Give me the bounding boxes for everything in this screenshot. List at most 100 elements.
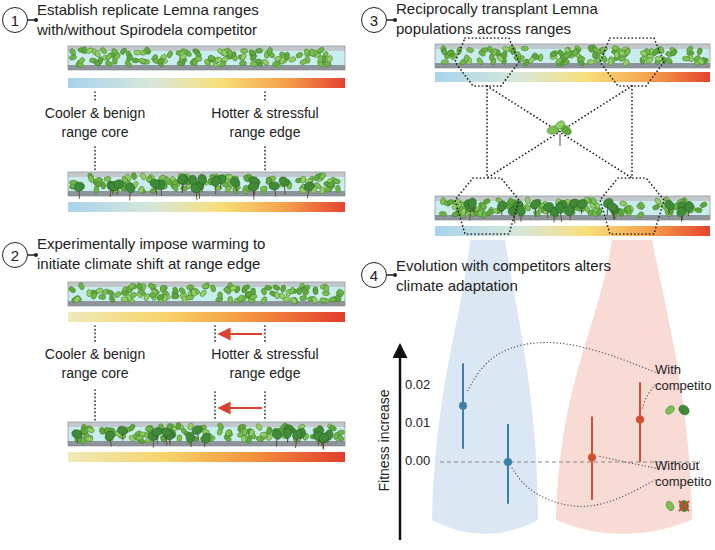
spirodela-frond	[282, 427, 292, 438]
lemna-frond	[128, 423, 136, 432]
spirodela-frond	[271, 428, 284, 441]
lemna-frond	[261, 58, 270, 66]
lemna-frond	[195, 56, 203, 62]
tray-outline	[68, 422, 345, 446]
lemna-frond	[300, 296, 307, 301]
temperature-gradient	[68, 312, 345, 322]
spirodela-frond	[291, 428, 304, 441]
lemna-frond	[224, 429, 233, 437]
spirodela-frond	[228, 176, 241, 189]
spirodela-frond	[248, 182, 260, 192]
tray-front	[68, 301, 345, 306]
lemna-frond	[260, 432, 268, 438]
lemna-frond	[216, 422, 224, 431]
lemna-frond	[210, 284, 217, 292]
lemna-frond	[260, 296, 268, 305]
tray-outline	[68, 282, 345, 306]
lemna-frond	[121, 297, 129, 302]
spirodela-frond	[277, 175, 290, 188]
lemna-frond	[309, 49, 314, 56]
lemna-frond	[98, 294, 106, 300]
lemna-frond	[317, 46, 326, 54]
shift-arrow	[220, 407, 262, 409]
lemna-frond	[207, 55, 215, 61]
dotted-line	[94, 92, 96, 102]
step-circle: 2Experimentally impose warming to initia…	[2, 242, 28, 268]
tick-label: 0.00	[405, 453, 439, 469]
lemna-frond	[160, 285, 165, 292]
lemna-frond	[85, 47, 94, 55]
lemna-frond	[177, 61, 185, 67]
lemna-icon	[546, 119, 573, 146]
lemna-frond	[490, 57, 497, 65]
lemna-frond	[138, 186, 147, 194]
lemna-frond	[199, 289, 207, 297]
lemna-frond	[134, 50, 141, 55]
lemna-frond	[654, 57, 662, 66]
leader-line	[512, 468, 655, 506]
lemna-frond	[179, 53, 188, 61]
lemna-frond	[299, 58, 307, 65]
lemna-frond	[478, 49, 487, 57]
lemna-frond	[310, 49, 319, 57]
step-tick	[387, 274, 394, 276]
lemna-frond	[686, 45, 694, 54]
lemna-frond	[695, 207, 703, 213]
lemna-frond	[228, 296, 233, 303]
lemna-frond	[255, 48, 263, 53]
fitness-points	[459, 363, 644, 504]
lemna-frond	[636, 211, 645, 219]
mean-point	[459, 402, 467, 410]
lemna-frond	[227, 49, 233, 57]
leader-line	[467, 342, 655, 392]
lemna-frond	[274, 291, 280, 299]
lemna-frond	[333, 432, 340, 440]
lemna-frond	[619, 200, 627, 206]
lemna-frond	[181, 295, 187, 303]
tray	[435, 196, 710, 224]
lemna-frond	[105, 60, 113, 67]
legend-label: With competito	[655, 362, 715, 394]
lemna-frond	[304, 49, 310, 57]
lemna-frond	[587, 45, 594, 53]
spirodela-frond	[209, 175, 222, 188]
lemna-frond	[312, 287, 319, 295]
lemna-frond	[236, 294, 244, 303]
lemna-frond	[87, 175, 95, 184]
lemna-frond	[171, 293, 179, 299]
lemna-frond	[138, 58, 146, 64]
tray-outline	[435, 44, 710, 68]
lemna-frond	[172, 286, 179, 295]
mean-point	[636, 415, 644, 423]
spirodela-frond	[200, 432, 211, 445]
spirodela-frond	[149, 178, 162, 190]
lemna-frond	[251, 288, 256, 296]
tray-outline	[68, 46, 345, 70]
step-heading: Evolution with competitors alters climat…	[396, 256, 658, 296]
lemna-frond	[80, 437, 85, 445]
lemna-frond	[86, 426, 95, 433]
temperature-gradient	[435, 72, 710, 82]
lemna-frond	[440, 197, 446, 205]
lemna-frond	[442, 48, 448, 56]
spirodela-frond	[160, 426, 173, 437]
lemna-frond	[190, 289, 197, 297]
dotted-line	[264, 92, 266, 102]
step-heading: Reciprocally transplant Lemna population…	[396, 0, 658, 39]
lemna-frond	[447, 49, 455, 58]
step-number: 3	[370, 13, 378, 28]
lemna-frond	[596, 208, 603, 216]
dotted-line	[264, 326, 266, 342]
lemna-frond	[239, 61, 246, 66]
lemna-frond	[86, 434, 94, 443]
lemna-frond	[696, 47, 703, 55]
lemna-frond	[313, 287, 318, 294]
sample-outline	[600, 178, 664, 234]
spirodela-frond	[189, 182, 202, 195]
lemna-frond	[626, 206, 631, 213]
step-circle: 1Establish replicate Lemna ranges with/w…	[2, 7, 28, 33]
lemna-frond	[113, 52, 121, 61]
lemna-frond	[77, 57, 85, 66]
lemna-frond	[248, 49, 257, 56]
lemna-frond	[132, 58, 140, 63]
